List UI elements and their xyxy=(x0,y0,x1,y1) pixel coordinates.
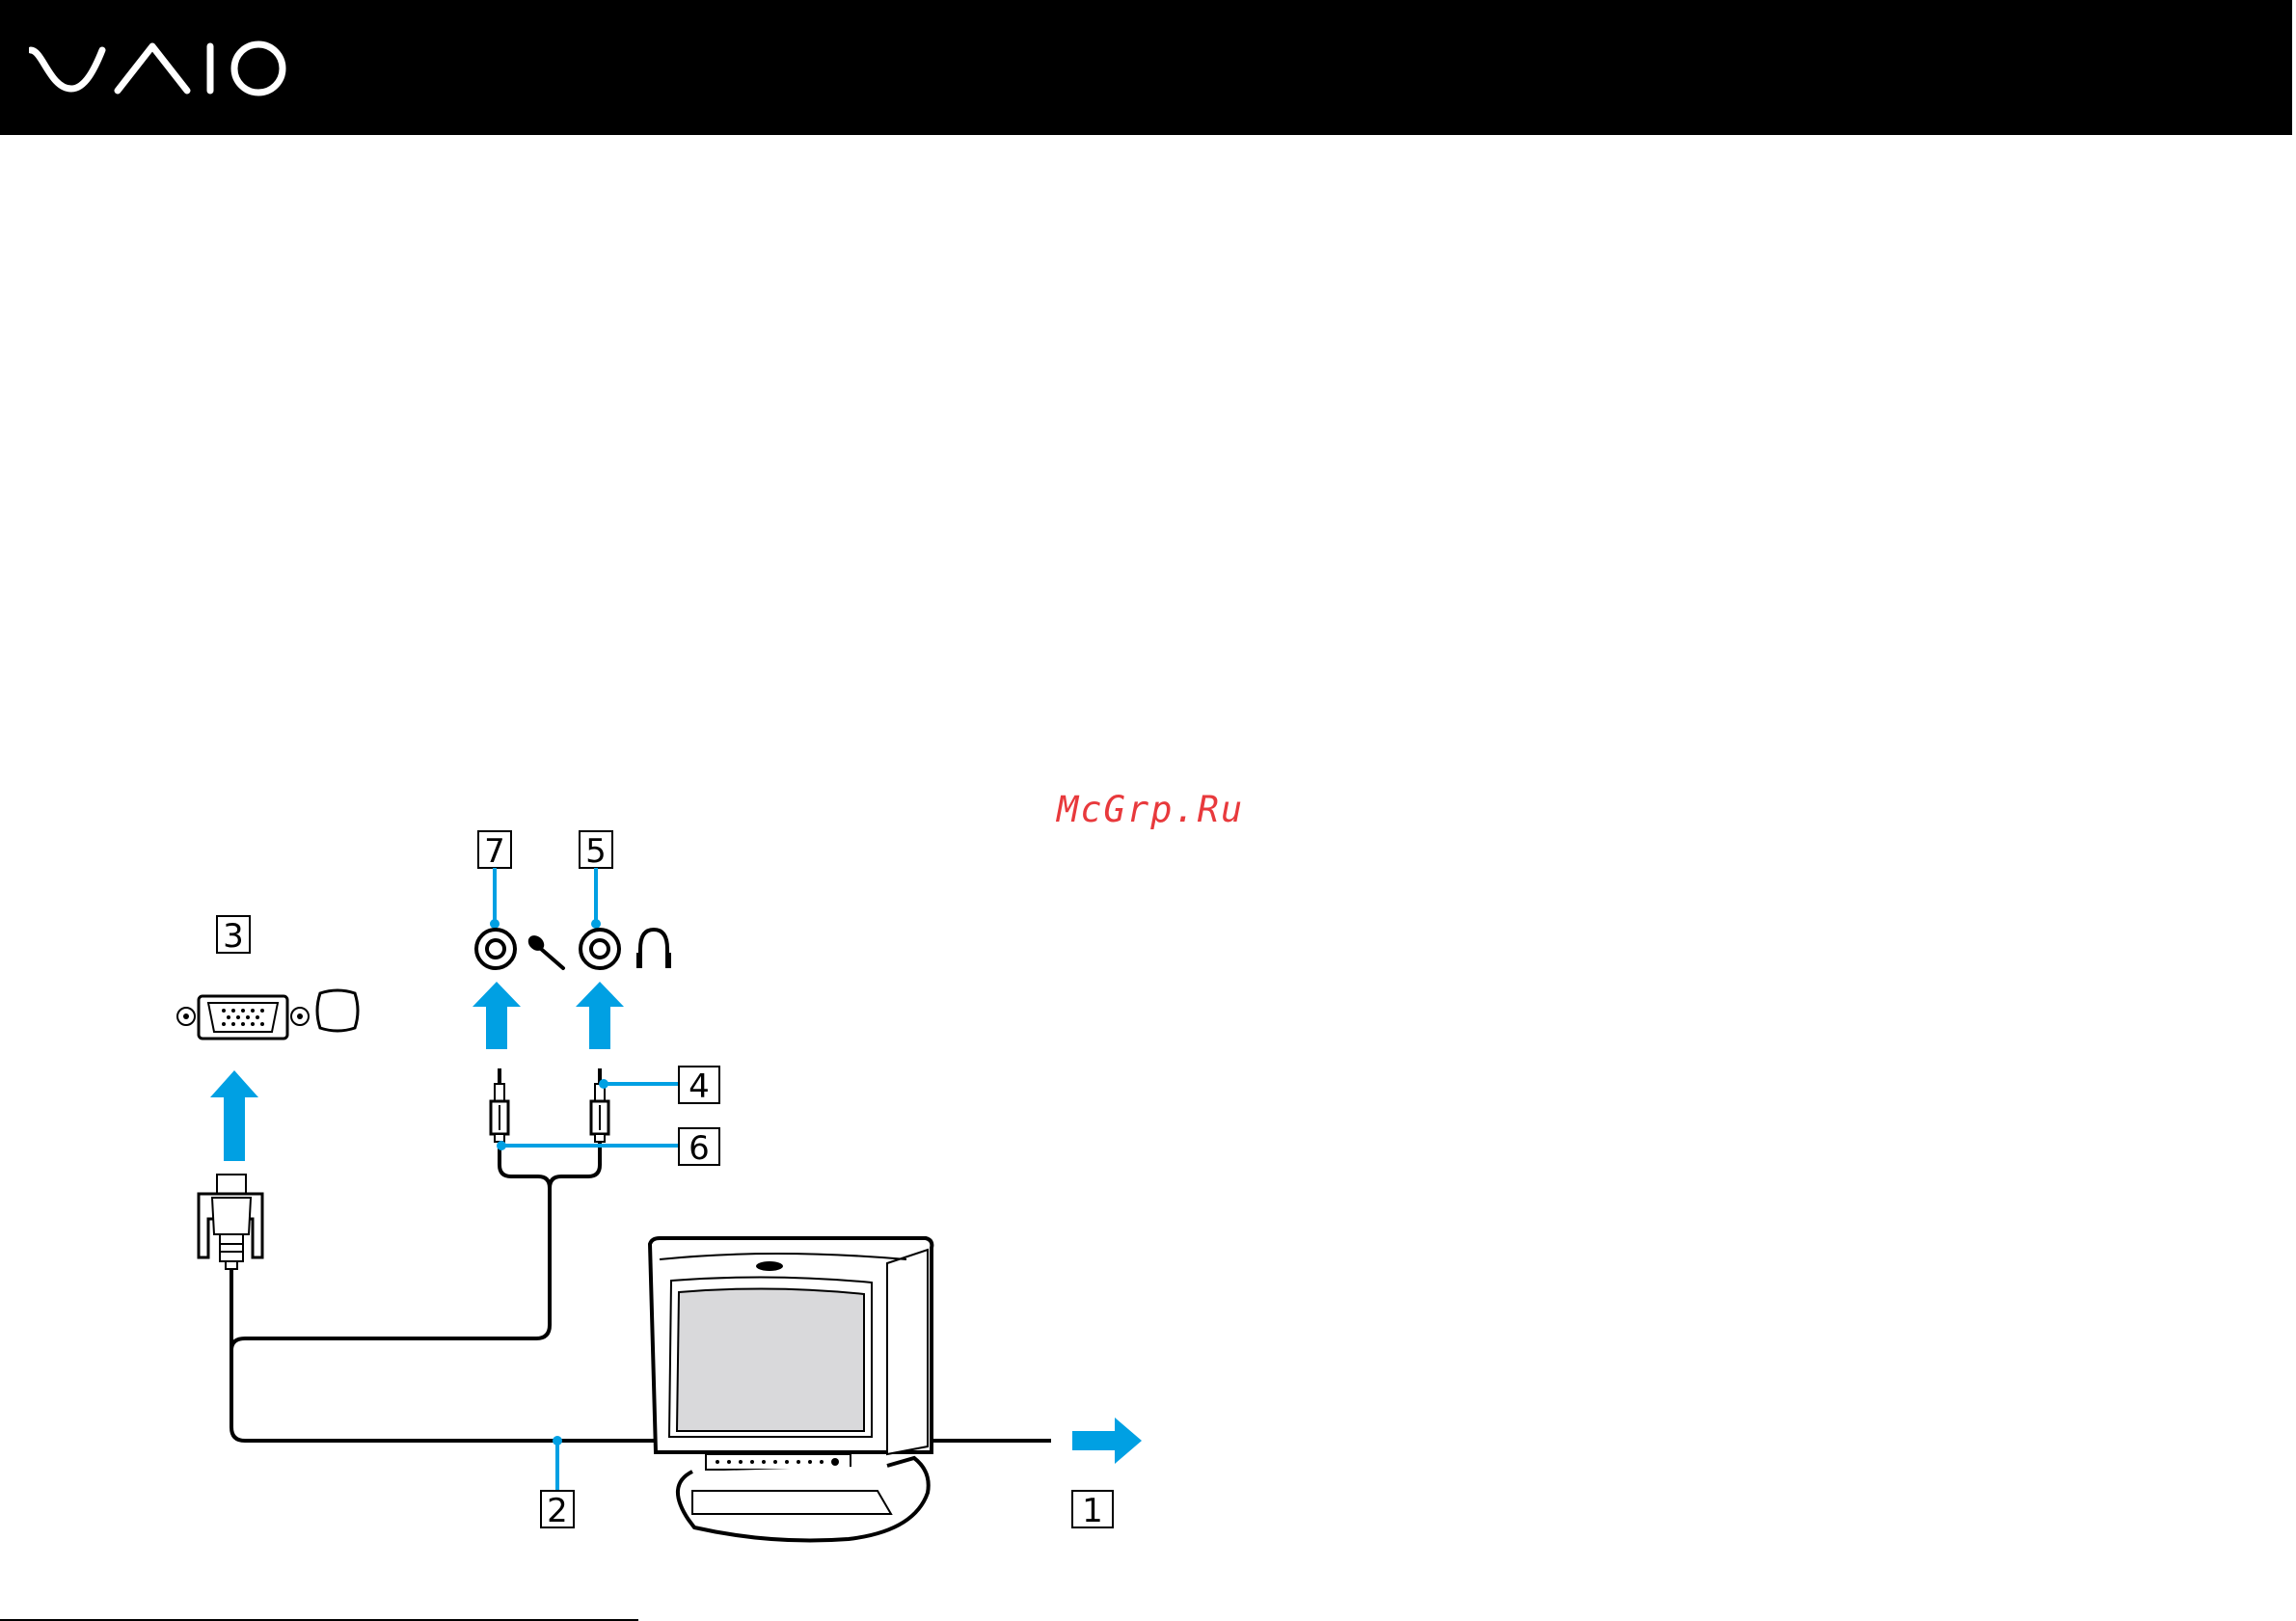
callout-3: 3 xyxy=(217,916,250,956)
vga-cable xyxy=(231,1269,665,1441)
mic-plug xyxy=(491,1068,550,1188)
callout-3-label: 3 xyxy=(223,917,244,956)
callout-7: 7 xyxy=(478,831,511,929)
callout-4: 4 xyxy=(599,1067,719,1106)
callout-5: 5 xyxy=(580,831,612,929)
callout-1-label: 1 xyxy=(1082,1492,1103,1530)
vga-arrow xyxy=(210,1070,258,1161)
callout-4-label: 4 xyxy=(689,1067,710,1106)
vga-port-icon xyxy=(177,996,309,1039)
vga-cable-plug xyxy=(199,1175,262,1269)
headphone-arrow xyxy=(576,982,624,1049)
callout-2: 2 xyxy=(541,1436,574,1530)
callout-6-label: 6 xyxy=(689,1129,710,1168)
microphone-icon xyxy=(526,932,563,968)
monitor-port-icon xyxy=(317,990,358,1031)
callout-7-label: 7 xyxy=(484,832,505,871)
output-arrow xyxy=(1072,1418,1142,1464)
headphones-icon xyxy=(636,930,671,968)
mic-arrow xyxy=(473,982,521,1049)
headphone-jack-icon xyxy=(581,930,619,968)
callout-1: 1 xyxy=(1072,1491,1113,1530)
callout-5-label: 5 xyxy=(585,832,607,871)
audio-cable xyxy=(231,1188,550,1350)
mic-jack-icon xyxy=(476,930,515,968)
callout-2-label: 2 xyxy=(547,1492,568,1530)
crt-monitor xyxy=(650,1238,932,1541)
